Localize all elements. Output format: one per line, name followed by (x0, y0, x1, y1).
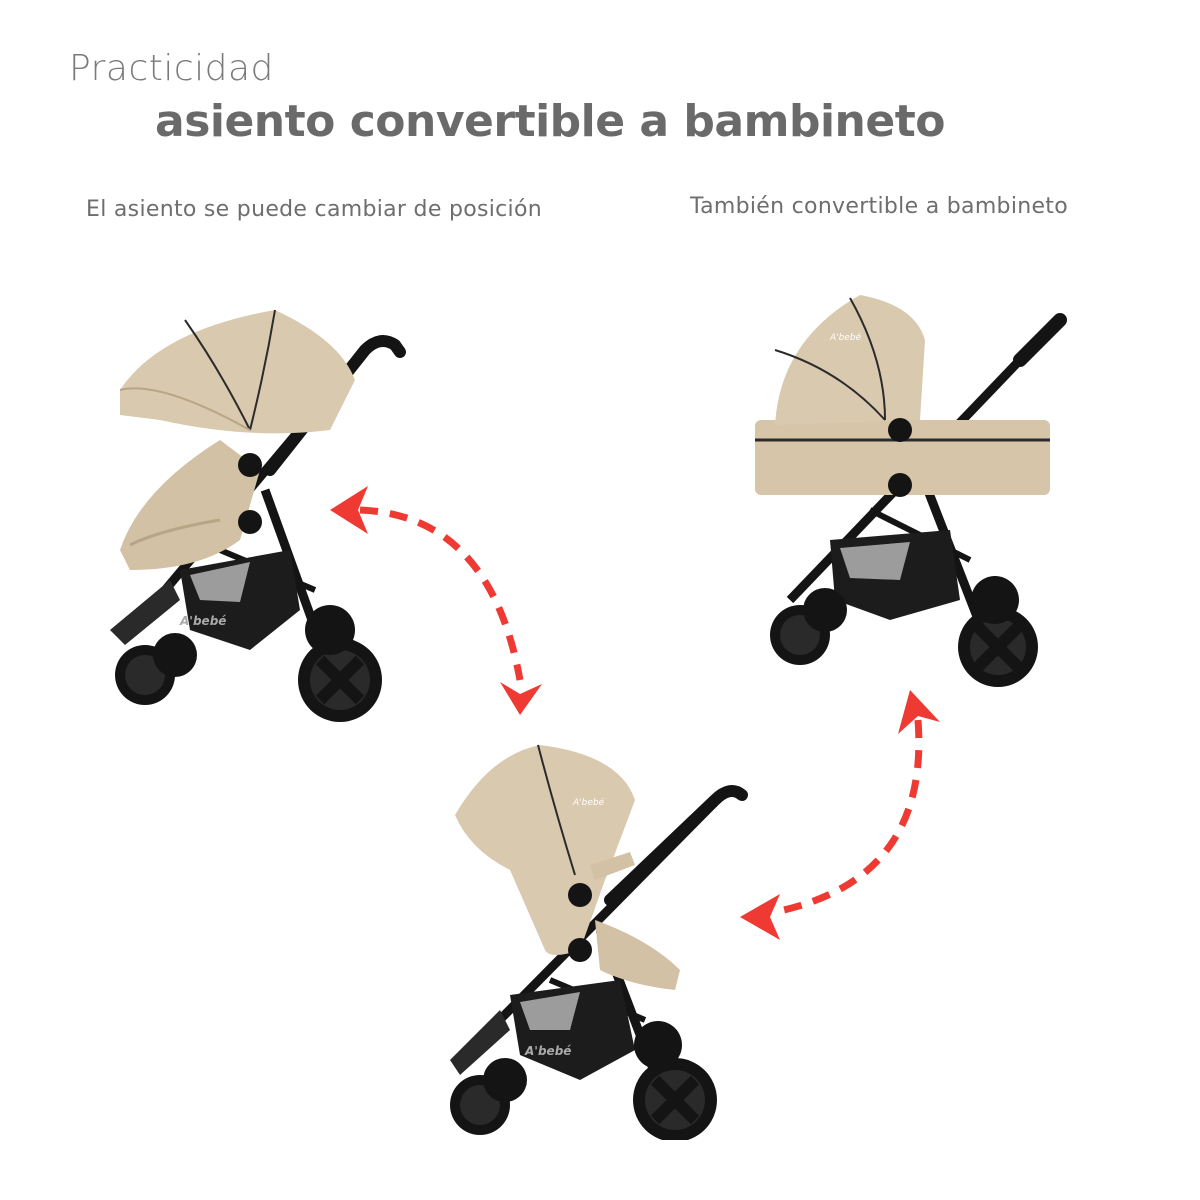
stroller-seat-reversed-image: A'bebé A'bebé (430, 740, 760, 1140)
section-kicker: Practicidad (69, 48, 274, 89)
brand-logo: A'bebé (829, 332, 862, 343)
section-headline: asiento convertible a bambineto (155, 96, 945, 147)
arrow-seat-to-reversed (320, 470, 560, 730)
arrow-reversed-to-bassinet (730, 680, 970, 950)
arrowhead-left-icon (740, 894, 780, 940)
brand-logo: A'bebé (179, 614, 226, 628)
stroller-bassinet-image: A'bebé (740, 280, 1090, 700)
stroller-seat-forward-image: A'bebé (100, 290, 440, 730)
caption-seat-position: El asiento se puede cambiar de posición (86, 197, 542, 222)
brand-logo: A'bebé (524, 1044, 571, 1058)
arrowhead-left-icon (330, 486, 368, 534)
caption-bassinet: También convertible a bambineto (690, 194, 1068, 219)
brand-logo: A'bebé (572, 797, 605, 808)
arrowhead-up-icon (898, 690, 940, 734)
arrowhead-down-icon (500, 682, 542, 715)
